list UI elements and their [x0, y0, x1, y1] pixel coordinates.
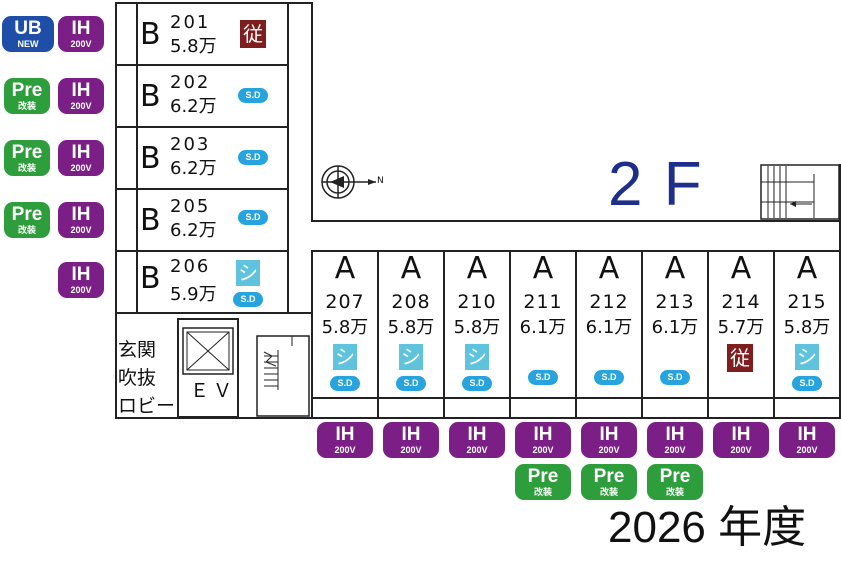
stairs-icon	[256, 332, 310, 418]
shi-icon: シ	[236, 260, 260, 286]
room-type: A	[730, 251, 752, 286]
shi-icon: シ	[399, 344, 423, 370]
room-210: A 210 5.8万 シ S.D	[445, 252, 509, 398]
room-205: B 205 6.2万 S.D	[136, 190, 288, 250]
floor-label: 2 F	[608, 150, 704, 219]
room-208: A 208 5.8万 シ S.D	[379, 252, 443, 398]
sd-icon: S.D	[462, 376, 492, 391]
room-202: B 202 6.2万 S.D	[136, 66, 288, 126]
sd-icon: S.D	[238, 210, 268, 225]
room-type: A	[334, 251, 356, 286]
room-number: 215	[787, 291, 827, 313]
room-type: A	[532, 251, 554, 286]
room-type: B	[140, 17, 161, 52]
sd-icon: S.D	[330, 376, 360, 391]
sd-icon: S.D	[238, 88, 268, 103]
room-type: A	[400, 251, 422, 286]
shi-icon: シ	[465, 344, 489, 370]
room-number: 212	[589, 291, 629, 313]
room-type: B	[140, 79, 161, 114]
room-number: 211	[523, 291, 563, 313]
room-type: A	[664, 251, 686, 286]
room-215: A 215 5.8万 シ S.D	[775, 252, 839, 398]
room-price: 5.7万	[717, 317, 765, 338]
room-price: 5.8万	[170, 36, 217, 57]
shi-icon: シ	[333, 344, 357, 370]
room-number: 207	[325, 291, 365, 313]
room-type: A	[796, 251, 818, 286]
room-201: B 201 5.8万 従	[136, 4, 288, 64]
room-number: 201	[170, 12, 211, 33]
room-type: B	[140, 141, 161, 176]
room-price: 5.8万	[783, 317, 831, 338]
room-number: 206	[170, 256, 211, 277]
compass-north-label: N	[377, 176, 384, 186]
room-type: A	[466, 251, 488, 286]
room-price: 6.2万	[170, 96, 217, 117]
room-211: A 211 6.1万 S.D	[511, 252, 575, 398]
room-212: A 212 6.1万 S.D	[577, 252, 641, 398]
year-label: 2026 年度	[608, 503, 807, 552]
sd-icon: S.D	[594, 370, 624, 385]
room-number: 208	[391, 291, 431, 313]
room-number: 205	[170, 196, 211, 217]
room-price: 6.1万	[519, 317, 567, 338]
stairs-icon	[760, 164, 840, 220]
room-number: 214	[721, 291, 761, 313]
sd-icon: S.D	[660, 370, 690, 385]
room-price: 6.1万	[651, 317, 699, 338]
compass-icon	[320, 164, 390, 200]
room-206: B 206 5.9万 シ S.D	[136, 252, 288, 312]
room-number: 210	[457, 291, 497, 313]
room-number: 202	[170, 72, 211, 93]
room-214: A 214 5.7万 従	[709, 252, 773, 398]
room-213: A 213 6.1万 S.D	[643, 252, 707, 398]
room-price: 5.8万	[453, 317, 501, 338]
staff-room-icon: 従	[727, 344, 753, 372]
room-price: 6.2万	[170, 220, 217, 241]
room-207: A 207 5.8万 シ S.D	[313, 252, 377, 398]
sd-icon: S.D	[238, 150, 268, 165]
staff-room-icon: 従	[240, 20, 266, 48]
sd-icon: S.D	[396, 376, 426, 391]
room-price: 5.9万	[170, 284, 217, 305]
elevator-icon	[177, 318, 239, 418]
sd-icon: S.D	[528, 370, 558, 385]
room-number: 203	[170, 134, 211, 155]
sd-icon: S.D	[792, 376, 822, 391]
room-number: 213	[655, 291, 695, 313]
room-price: 5.8万	[321, 317, 369, 338]
room-price: 6.2万	[170, 158, 217, 179]
room-price: 6.1万	[585, 317, 633, 338]
shi-icon: シ	[795, 344, 819, 370]
room-price: 5.8万	[387, 317, 435, 338]
ev-label: ＥＶ	[190, 380, 237, 402]
room-203: B 203 6.2万 S.D	[136, 128, 288, 188]
sd-icon: S.D	[233, 292, 263, 307]
lobby-label: 玄関 吹抜 ロビー	[118, 339, 176, 417]
room-type: B	[140, 261, 161, 296]
room-type: A	[598, 251, 620, 286]
room-type: B	[140, 203, 161, 238]
